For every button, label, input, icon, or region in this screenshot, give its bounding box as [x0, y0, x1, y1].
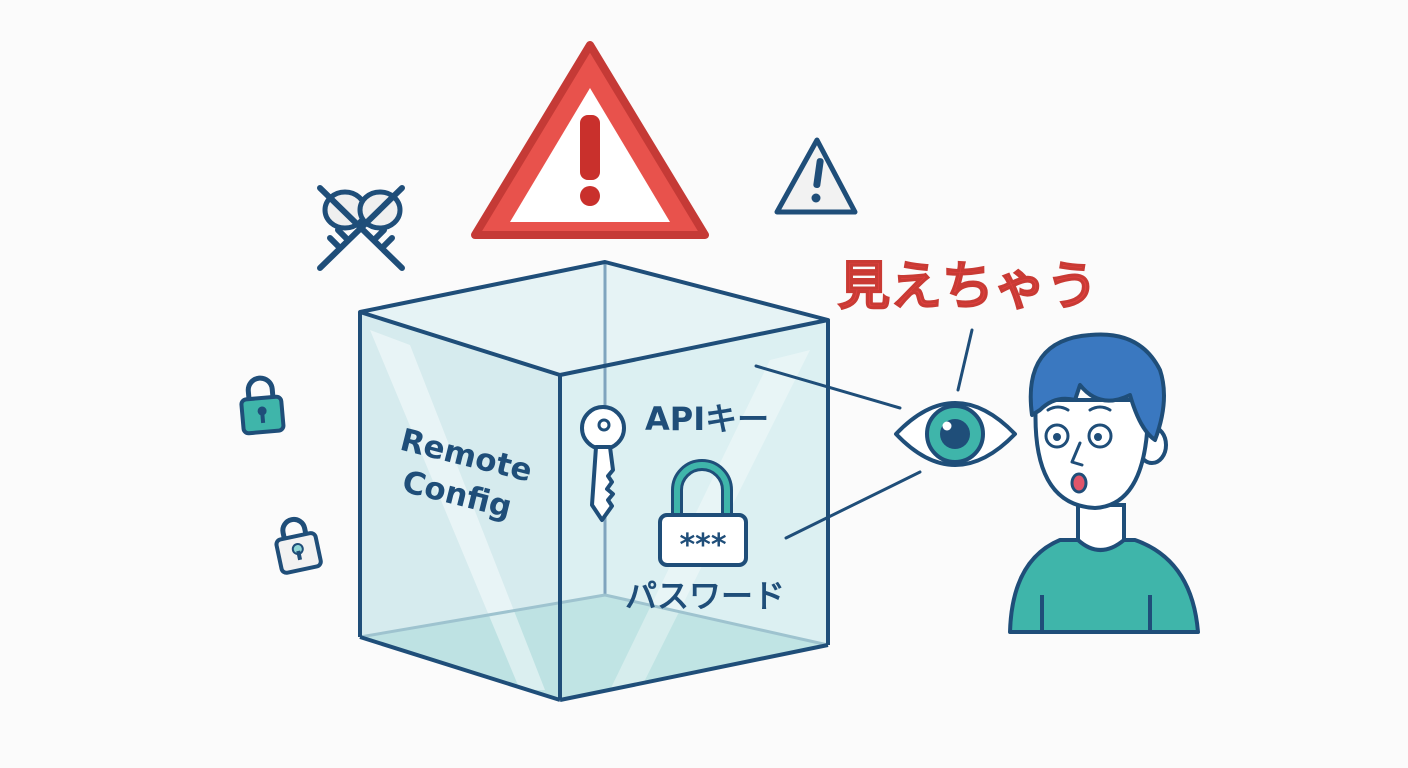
padlock-teal-icon — [239, 375, 286, 436]
padlock-white-icon — [274, 516, 323, 575]
password-mask: *** — [679, 528, 726, 563]
warning-triangle-small-icon — [774, 137, 858, 215]
password-padlock-icon: *** — [658, 459, 748, 567]
surprised-person — [1008, 332, 1200, 634]
headline-mienchau: 見えちゃう — [838, 257, 1098, 317]
api-key-label: APIキー — [645, 400, 769, 438]
key-icon — [580, 405, 626, 522]
eye-icon — [894, 401, 1017, 467]
warning-triangle-large-icon — [471, 41, 709, 239]
crossed-keys-icon — [317, 185, 405, 271]
password-label: パスワード — [625, 577, 785, 615]
sight-lines — [754, 328, 974, 540]
